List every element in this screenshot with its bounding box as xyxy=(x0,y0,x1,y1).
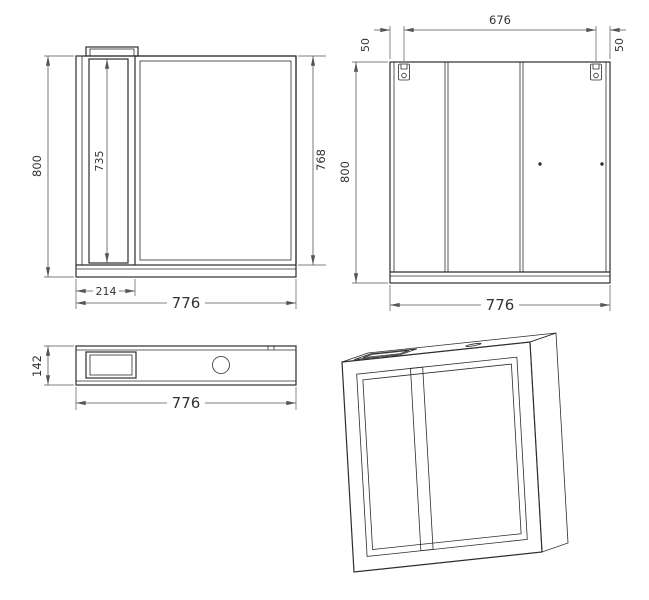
dim-back-width: 776 xyxy=(389,285,611,314)
front-view: 800 735 768 214 776 xyxy=(30,46,328,312)
dim-label-front-width: 776 xyxy=(172,294,201,312)
front-cabinet-outline xyxy=(75,55,297,278)
dim-label-back-hanger-offset-left: 50 xyxy=(359,38,372,52)
front-bottom-strip xyxy=(76,264,296,270)
iso-divider xyxy=(410,367,433,551)
dim-top-depth: 142 xyxy=(30,345,74,386)
back-screw-hole-left xyxy=(538,162,542,166)
dim-label-back-width: 776 xyxy=(486,296,515,314)
front-side-cabinet xyxy=(81,56,136,265)
top-outline xyxy=(75,345,297,386)
iso-top-face xyxy=(342,333,556,362)
top-light-recess xyxy=(85,351,137,379)
dim-label-front-height: 800 xyxy=(30,155,44,177)
dim-back-height: 800 xyxy=(338,61,388,284)
front-light-housing xyxy=(85,46,139,57)
hanger-bracket-right xyxy=(590,63,602,81)
dim-top-width: 776 xyxy=(75,387,297,412)
dim-back-hanger-span: 676 xyxy=(403,13,597,61)
dim-front-door-width: 214 xyxy=(75,279,136,298)
dim-label-back-hanger-offset-right: 50 xyxy=(613,38,626,52)
front-mirror-panel xyxy=(134,55,297,266)
dim-label-front-door-width: 214 xyxy=(96,285,117,298)
dim-front-mirror-height: 768 xyxy=(298,55,328,266)
dim-front-door-inner-height: 735 xyxy=(93,59,110,263)
hanger-bracket-left xyxy=(398,63,410,81)
iso-light-housing xyxy=(354,349,417,360)
isometric-view xyxy=(342,333,568,572)
dim-label-back-hanger-span: 676 xyxy=(489,13,511,27)
dim-label-front-mirror-height: 768 xyxy=(314,149,328,171)
iso-cable-hole xyxy=(463,343,484,347)
back-panel-joints xyxy=(444,62,524,272)
dim-label-back-height: 800 xyxy=(338,161,352,183)
dim-back-hanger-offset-left: 50 xyxy=(359,26,391,59)
back-screw-hole-right xyxy=(600,162,604,166)
top-cable-hole xyxy=(212,356,230,374)
dim-label-front-door-inner-height: 735 xyxy=(93,151,106,172)
back-view: 676 50 50 800 776 xyxy=(338,13,626,314)
dim-label-top-depth: 142 xyxy=(30,355,44,377)
back-bottom-strip xyxy=(390,271,610,277)
dim-back-hanger-offset-right: 50 xyxy=(609,26,626,59)
iso-front-face xyxy=(342,342,542,572)
dim-front-width: 776 xyxy=(75,279,297,312)
back-cabinet-outline xyxy=(389,61,611,284)
iso-frame-outline xyxy=(342,342,542,572)
top-view: 142 776 xyxy=(30,345,297,412)
dim-label-top-width: 776 xyxy=(172,394,201,412)
dim-front-height: 800 xyxy=(30,55,74,278)
iso-frame-opening xyxy=(357,357,528,556)
